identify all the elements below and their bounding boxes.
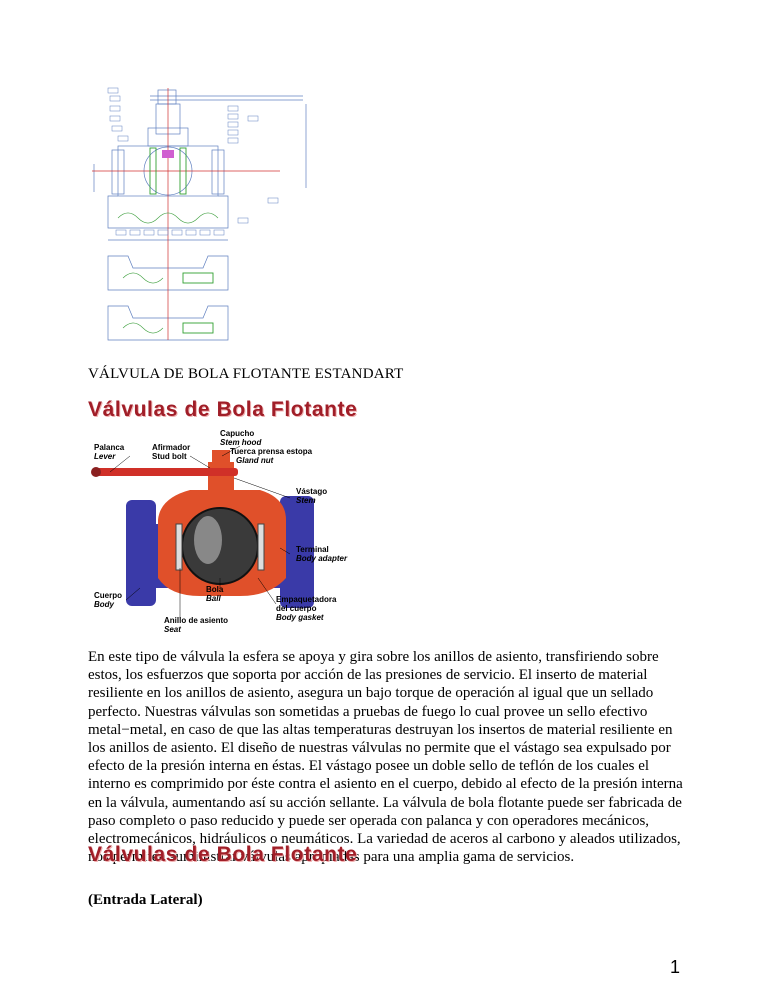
label-del-cuerpo: del cuerpo bbox=[276, 604, 317, 613]
label-empaquetadora: Empaquetadora bbox=[276, 595, 337, 604]
valve-technical-drawing bbox=[92, 87, 307, 341]
label-bola: Bola bbox=[206, 585, 224, 594]
label-body: Body bbox=[94, 600, 115, 609]
label-terminal: Terminal bbox=[296, 545, 329, 554]
label-afirmador: Afirmador bbox=[152, 443, 190, 452]
label-capucho: Capucho bbox=[220, 429, 254, 438]
label-body-gasket: Body gasket bbox=[276, 613, 324, 622]
label-stud-bolt: Stud bolt bbox=[152, 452, 187, 461]
label-body-adapter: Body adapter bbox=[296, 554, 348, 563]
label-palanca: Palanca bbox=[94, 443, 125, 452]
label-lever: Lever bbox=[94, 452, 116, 461]
label-stem-hood: Stem hood bbox=[220, 438, 262, 447]
label-vastago: Vástago bbox=[296, 487, 327, 496]
page-number: 1 bbox=[669, 957, 680, 977]
label-cuerpo: Cuerpo bbox=[94, 591, 122, 600]
label-stem: Stem bbox=[296, 496, 316, 505]
heading-valvulas-bola-flotante-2: Válvulas de Bola Flotante bbox=[88, 843, 358, 866]
subheading-entrada-lateral: (Entrada Lateral) bbox=[88, 892, 203, 908]
heading-valvulas-bola-flotante: Válvulas de Bola Flotante bbox=[88, 398, 358, 421]
valve-cutaway-illustration: Palanca Lever Afirmador Stud bolt Capuch… bbox=[91, 429, 348, 634]
document-title: VÁLVULA DE BOLA FLOTANTE ESTANDART bbox=[88, 366, 404, 382]
label-ball: Ball bbox=[206, 594, 221, 603]
label-seat: Seat bbox=[164, 625, 181, 634]
label-tuerca: Tuerca prensa estopa bbox=[230, 447, 313, 456]
body-paragraph: En este tipo de válvula la esfera se apo… bbox=[88, 649, 683, 866]
label-anillo: Anillo de asiento bbox=[164, 616, 228, 625]
label-gland-nut: Gland nut bbox=[236, 456, 274, 465]
